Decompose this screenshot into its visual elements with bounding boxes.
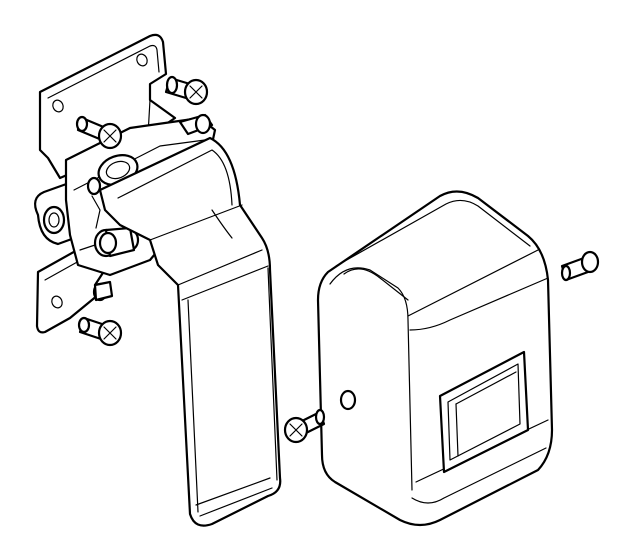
- cover-housing: [316, 190, 554, 527]
- screw: [283, 408, 326, 444]
- screw: [164, 75, 209, 106]
- screw: [92, 280, 114, 302]
- lever-handle: [98, 136, 282, 527]
- screw: [560, 250, 600, 282]
- screw: [77, 316, 123, 347]
- screw: [75, 115, 123, 150]
